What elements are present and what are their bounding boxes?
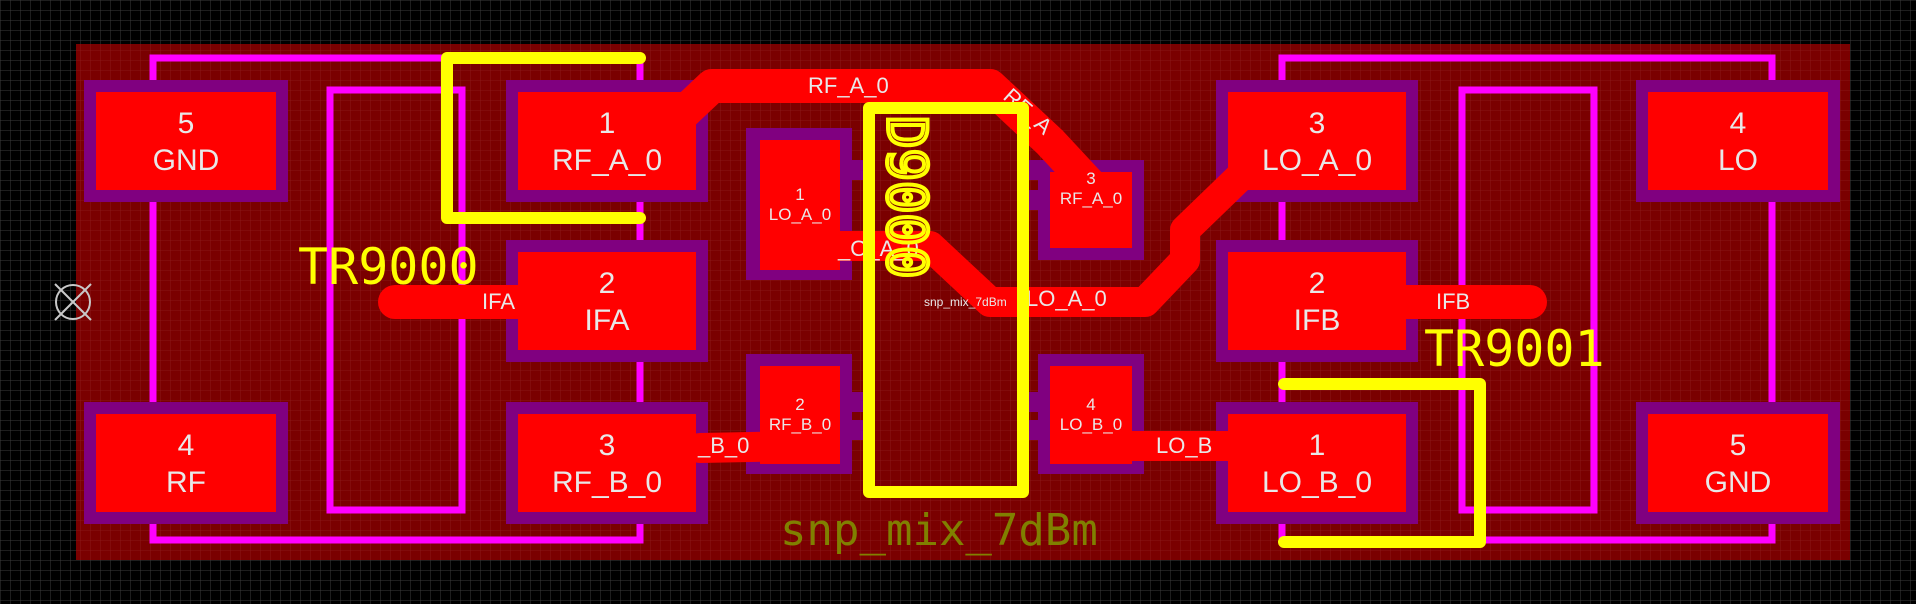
component-name-small: snp_mix_7dBm xyxy=(924,295,1007,309)
fab-component-name: snp_mix_7dBm xyxy=(780,505,1098,556)
trace-label-ifa: IFA xyxy=(482,289,515,314)
pad-number-left-gnd: 5 xyxy=(178,107,195,140)
designator-tr9001: TR9001 xyxy=(1424,320,1605,378)
trace-label-lo-b: LO_B xyxy=(1156,433,1212,458)
trace-label-rf-b: _B_0 xyxy=(697,433,749,458)
pad-net-center-4: LO_B_0 xyxy=(1060,415,1122,434)
pad-number-right-gnd: 5 xyxy=(1730,429,1747,462)
pad-number-left-rf-b: 3 xyxy=(599,429,616,462)
pad-net-left-rf: RF xyxy=(166,466,206,499)
trace-label-ifb: IFB xyxy=(1436,289,1470,314)
pad-net-center-2: RF_B_0 xyxy=(769,415,831,434)
trace-label-lo-a-mid: LO_A_0 xyxy=(1026,286,1107,311)
copper-pads xyxy=(96,92,1828,512)
pad-net-right-lo-b: LO_B_0 xyxy=(1262,466,1372,499)
origin-marker-icon xyxy=(54,283,92,321)
pad-net-right-ifb: IFB xyxy=(1294,304,1341,337)
pad-net-right-gnd: GND xyxy=(1705,466,1772,499)
pad-number-left-rf: 4 xyxy=(178,429,195,462)
silkscreen-outlines xyxy=(441,52,1486,548)
pad-number-center-2: 2 xyxy=(795,395,804,414)
pad-number-center-4: 4 xyxy=(1086,395,1095,414)
pad-number-right-lo-a: 3 xyxy=(1309,107,1326,140)
trace-label-lo-a-left: _O_A_0 xyxy=(837,236,919,261)
pad-net-right-lo: LO xyxy=(1718,144,1758,177)
pad-number-right-lo: 4 xyxy=(1730,107,1747,140)
designator-tr9000: TR9000 xyxy=(298,238,479,296)
designator-d9000: D9000 xyxy=(875,116,938,279)
pad-number-right-lo-b: 1 xyxy=(1309,429,1326,462)
pad-number-center-1: 1 xyxy=(795,185,804,204)
pad-net-left-gnd: GND xyxy=(153,144,220,177)
pad-net-right-lo-a: LO_A_0 xyxy=(1262,144,1372,177)
pad-number-right-ifb: 2 xyxy=(1309,267,1326,300)
pad-number-left-ifa: 2 xyxy=(599,267,616,300)
board-grid xyxy=(76,44,1850,560)
pad-net-left-ifa: IFA xyxy=(584,304,629,337)
pad-number-center-3: 3 xyxy=(1086,169,1095,188)
pad-net-center-3: RF_A_0 xyxy=(1060,189,1122,208)
pad-number-left-rf-a: 1 xyxy=(599,107,616,140)
pad-net-center-1: LO_A_0 xyxy=(769,205,831,224)
trace-label-rf-a-top: RF_A_0 xyxy=(808,73,889,98)
pad-net-left-rf-b: RF_B_0 xyxy=(552,466,662,499)
pad-net-left-rf-a: RF_A_0 xyxy=(552,144,662,177)
